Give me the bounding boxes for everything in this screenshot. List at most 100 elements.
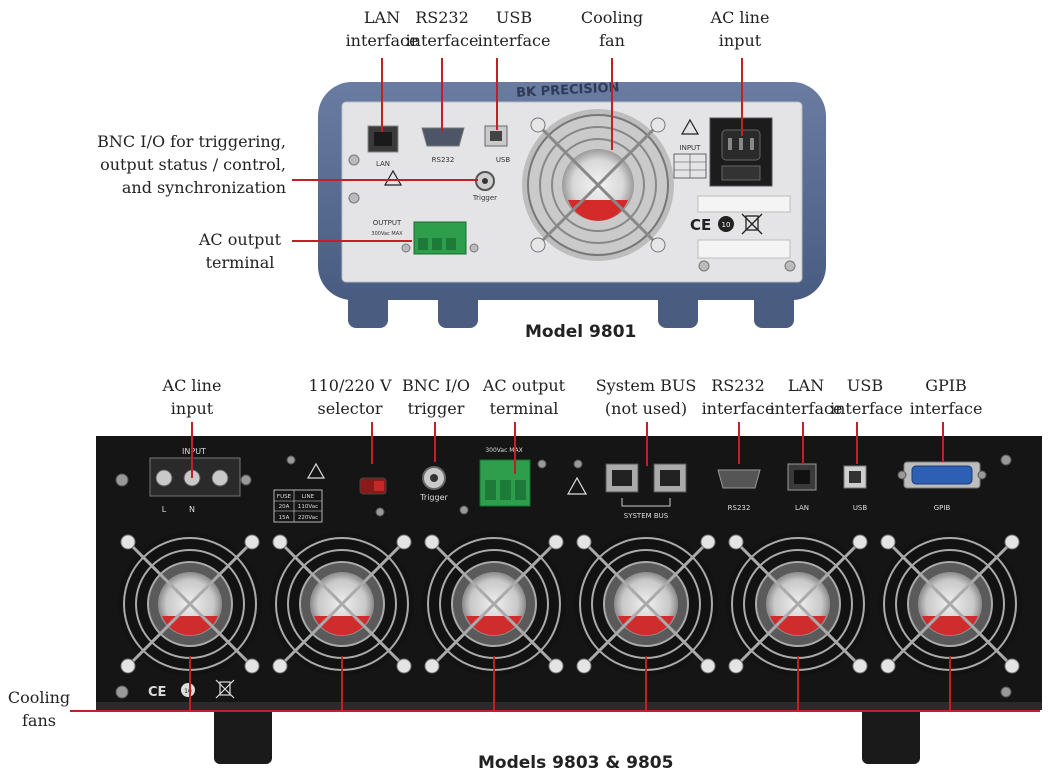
bottom-screw (115, 685, 129, 699)
leader-line (191, 422, 193, 478)
top-foot (658, 292, 698, 328)
bottom-screw (286, 455, 296, 465)
bottom-fuse-table (273, 489, 323, 523)
bottom-fuse-header: FUSE (277, 494, 292, 500)
top-foot (754, 292, 794, 328)
bottom-screw (115, 473, 129, 487)
bottom-n-text: N (189, 505, 195, 514)
model-9803-9805-caption: Models 9803 & 9805 (478, 753, 674, 773)
leader-line (514, 422, 516, 474)
top-weee-icon (741, 213, 763, 235)
top-lan-text: LAN (376, 160, 390, 168)
bottom-rs232-text: RS232 (728, 504, 751, 512)
bottom-lan-text: LAN (795, 504, 809, 512)
bottom-screw (240, 474, 252, 486)
top-output-text: OUTPUT (373, 219, 402, 227)
callout-rs232-interface: RS232 interface (405, 8, 479, 50)
callout-usb-interface-bottom: USB interface (830, 376, 903, 418)
bottom-screw (375, 507, 385, 517)
callout-ac-line-input: AC line input (710, 8, 770, 50)
leader-line (856, 422, 858, 464)
top-label-sticker (697, 195, 791, 213)
bottom-foot (214, 706, 272, 764)
leader-line (646, 422, 648, 466)
bottom-output-rating-text: 300Vac MAX (485, 447, 522, 454)
leader-line (942, 422, 944, 462)
callout-cooling-fans: Cooling fans (7, 688, 71, 730)
top-screw (401, 243, 411, 253)
leader-line (292, 240, 412, 242)
bottom-usb-text: USB (853, 504, 868, 512)
top-screw (348, 192, 360, 204)
top-input-text: INPUT (680, 144, 702, 152)
callout-ac-output-terminal: AC output terminal (198, 230, 282, 272)
leader-line (741, 58, 743, 136)
top-screw (469, 243, 479, 253)
leader-line (797, 656, 799, 711)
leader-line (70, 710, 1040, 712)
bottom-line-value: 110Vac (298, 504, 318, 510)
callout-cooling-fan: Cooling fan (580, 8, 644, 50)
callout-ac-output-terminal-bottom: AC output terminal (482, 376, 566, 418)
leader-line (341, 656, 343, 711)
bottom-screw (459, 505, 469, 515)
bottom-weee-icon (215, 679, 235, 699)
callout-ac-line-input-bottom: AC line input (162, 376, 222, 418)
callout-usb-interface: USB interface (477, 8, 551, 50)
bottom-screw (1000, 454, 1012, 466)
bottom-cooling-fan (724, 530, 872, 678)
top-output-rating-text: 300Vac MAX (371, 231, 403, 237)
callout-gpib-interface: GPIB interface (909, 376, 983, 418)
top-foot (438, 292, 478, 328)
model-9801-rear-panel: BK PRECISION LAN RS232 USB Trigger OUTPU… (318, 80, 826, 328)
top-foot (348, 292, 388, 328)
bottom-trigger-text: Trigger (419, 493, 448, 502)
callout-rs232-interface-bottom: RS232 interface (701, 376, 775, 418)
svg-text:10: 10 (722, 221, 731, 229)
model-9803-9805-rear-panel: INPUT L N FUSE LINE 20A 110Vac 15A 220Va… (96, 436, 1042, 764)
bottom-fuse-value: 20A (279, 504, 290, 510)
leader-line (611, 58, 613, 150)
leader-line (292, 179, 478, 181)
leader-line (496, 58, 498, 130)
bottom-screw (537, 459, 547, 469)
top-warning-icon (383, 169, 403, 186)
bottom-cooling-fan (116, 530, 264, 678)
bottom-system-bus-text: SYSTEM BUS (624, 512, 669, 520)
leader-line (434, 422, 436, 462)
top-rs232-port[interactable] (421, 127, 465, 147)
bottom-cooling-fan (876, 530, 1024, 678)
bottom-cooling-fan (268, 530, 416, 678)
top-screw (348, 154, 360, 166)
top-warning-icon (680, 118, 700, 135)
top-screw (698, 260, 710, 272)
callout-lan-interface: LAN interface (345, 8, 419, 50)
top-brand-text: BK PRECISION (516, 80, 620, 100)
bottom-gpib-text: GPIB (934, 504, 951, 512)
callout-lan-interface-bottom: LAN interface (769, 376, 843, 418)
callout-bnc-trigger: BNC I/O trigger (402, 376, 470, 418)
bottom-fuse-value: 15A (279, 515, 290, 521)
bottom-warning-icon (306, 462, 326, 479)
leader-line (189, 656, 191, 711)
bottom-ce-mark: CE (148, 685, 166, 700)
bottom-rs232-port[interactable] (717, 469, 761, 489)
model-9801-caption: Model 9801 (525, 322, 637, 342)
callout-bnc-io: BNC I/O for triggering, output status / … (97, 132, 286, 197)
callout-voltage-selector: 110/220 V selector (308, 376, 392, 418)
top-cooling-fan (522, 109, 674, 261)
bottom-foot (862, 706, 920, 764)
top-label-sticker (697, 239, 791, 259)
top-usb-text: USB (496, 156, 511, 164)
top-trigger-text: Trigger (472, 194, 497, 202)
bottom-screw (1000, 686, 1012, 698)
bottom-line-header: LINE (302, 494, 315, 500)
bottom-lan-port[interactable] (787, 463, 817, 491)
bottom-line-value: 220Vac (298, 515, 318, 521)
bottom-cooling-fan (420, 530, 568, 678)
leader-line (381, 58, 383, 132)
top-rohs-icon (718, 216, 734, 232)
leader-line (645, 656, 647, 711)
leader-line (493, 656, 495, 711)
top-screw (784, 260, 796, 272)
